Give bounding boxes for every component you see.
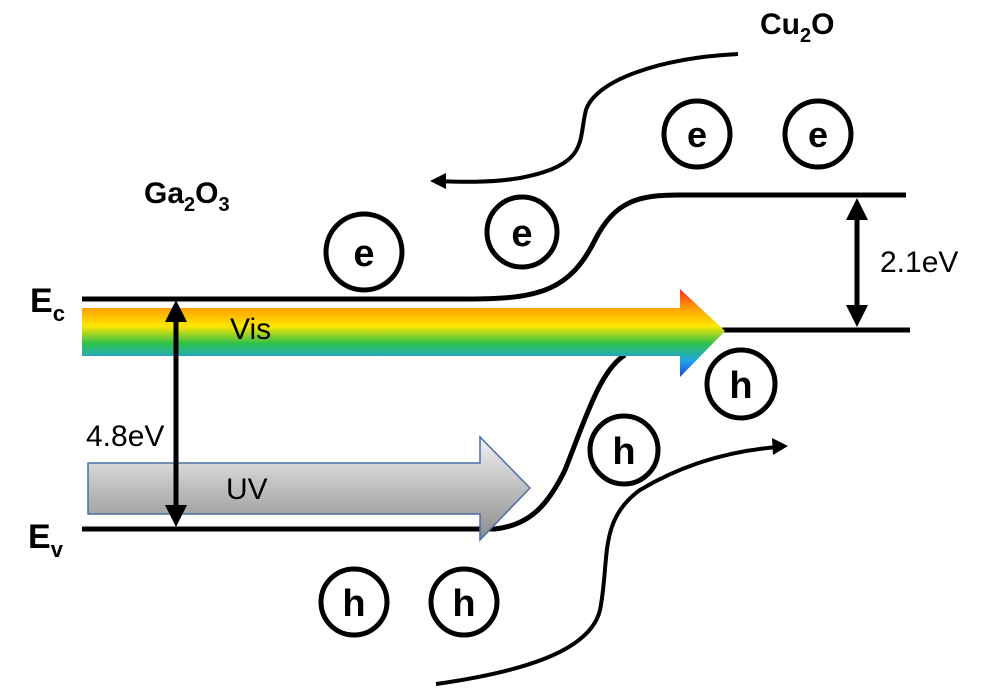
cu2o-label: Cu2O (760, 8, 834, 47)
uv-label: UV (226, 473, 268, 506)
cu2o-gap-label: 2.1eV (880, 246, 958, 279)
hole-label: h (729, 365, 752, 407)
hole-circle: h (587, 413, 661, 487)
conduction-band-line (82, 192, 906, 302)
cu2o-gap-arrowhead-bottom (846, 305, 868, 327)
electron-label: e (687, 114, 707, 155)
electron-circle: e (323, 211, 405, 293)
electron-circle: e (661, 98, 733, 170)
ga2o3-label: Ga2O3 (144, 177, 230, 216)
cu2o-gap-arrowhead-top (846, 198, 868, 220)
ga2o3-gap-arrowhead-top (165, 300, 187, 322)
hole-circle: h (318, 566, 390, 638)
ev-label: Ev (28, 518, 64, 562)
electron-flow-arrow (435, 52, 739, 184)
electron-circle: e (782, 98, 854, 170)
electron-label: e (808, 114, 828, 155)
electron-flow-arrowhead (430, 173, 446, 189)
hole-label: h (342, 583, 365, 625)
vis-light-arrow (82, 289, 725, 377)
ga2o3-gap-arrowhead-bottom (165, 505, 187, 527)
vis-label: Vis (230, 313, 271, 346)
uv-light-arrow (87, 435, 532, 542)
electron-label: e (353, 233, 374, 275)
electron-circle: e (484, 194, 560, 270)
hole-flow-arrow (435, 445, 779, 686)
hole-circle: h (704, 347, 778, 421)
ec-label: Ec (30, 282, 65, 326)
hole-circle: h (428, 566, 500, 638)
hole-label: h (452, 583, 475, 625)
electron-label: e (511, 213, 532, 255)
hole-label: h (612, 431, 635, 473)
ga2o3-gap-label: 4.8eV (86, 420, 164, 453)
hole-flow-arrowhead (772, 438, 788, 455)
valence-band-line (82, 352, 627, 532)
